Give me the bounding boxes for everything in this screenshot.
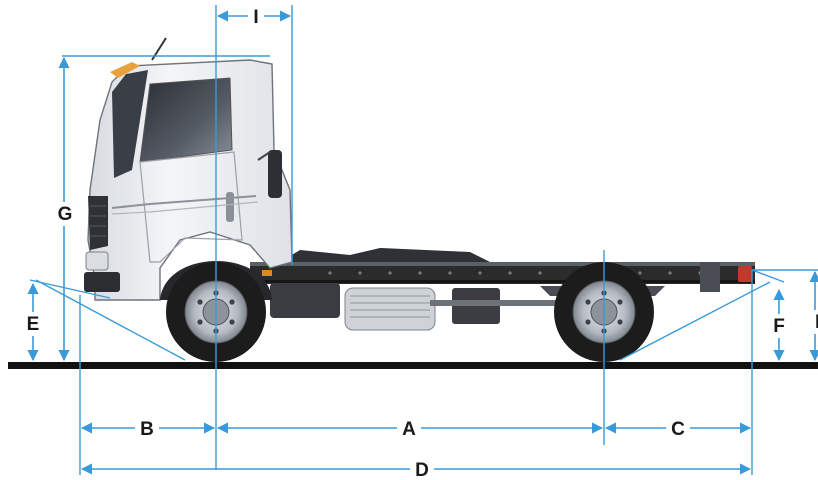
cab (84, 37, 293, 301)
label-g: G (58, 204, 73, 225)
truck-illustration (84, 37, 755, 362)
chassis-frame (250, 262, 755, 284)
dimension-labels: I G E F H B A C D (23, 5, 818, 480)
label-b: B (140, 419, 154, 440)
ground-line (8, 362, 818, 369)
drivetrain-components (270, 248, 752, 331)
label-a: A (402, 419, 416, 440)
label-c: C (671, 419, 685, 440)
label-d: D (415, 460, 429, 480)
label-f: F (773, 316, 785, 337)
label-e: E (27, 314, 40, 335)
label-i: I (253, 7, 258, 28)
extension-lines (29, 5, 818, 475)
label-h: H (815, 312, 818, 333)
